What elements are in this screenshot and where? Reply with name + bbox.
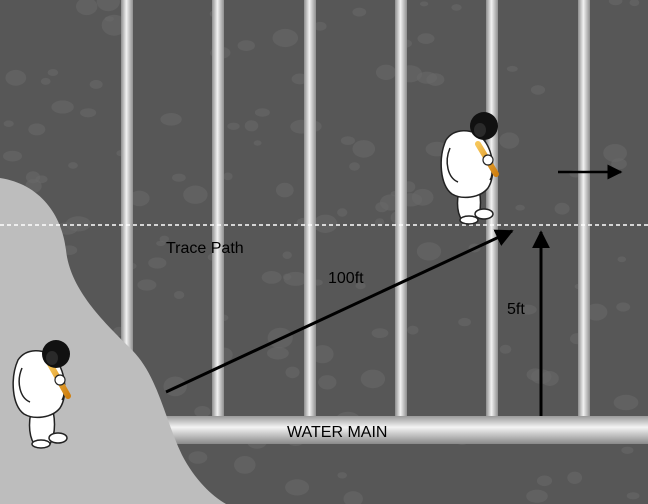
ground-stone: [340, 136, 355, 146]
ground-stone: [227, 122, 240, 130]
ground-stone: [282, 273, 292, 281]
ground-stone: [585, 303, 608, 321]
ground-stone: [148, 257, 167, 269]
ground-stone: [515, 204, 525, 211]
ground-stone: [285, 479, 310, 496]
ground-stone: [244, 120, 259, 132]
ground-stone: [518, 304, 537, 315]
ground-stone: [419, 1, 429, 7]
ground-stone: [194, 406, 211, 418]
ground-stone: [451, 4, 462, 11]
ground-stone: [285, 366, 300, 379]
ground-stone: [3, 120, 14, 127]
ground-stone: [275, 182, 294, 198]
ground-stone: [343, 491, 363, 504]
ground-stone: [355, 282, 366, 290]
ground-stone: [234, 456, 256, 474]
ground-stone: [526, 489, 548, 503]
ground-stone: [160, 113, 182, 126]
ground-stone: [313, 214, 338, 233]
ground-stone: [626, 492, 640, 500]
ground-stone: [407, 325, 419, 335]
distance-label: 100ft: [328, 270, 364, 287]
ground-stone: [603, 144, 627, 162]
ground-stone: [156, 240, 166, 247]
distance-arrow: [165, 229, 514, 394]
ground-stone: [188, 451, 208, 464]
ground-stone: [499, 132, 520, 149]
ground-stone: [349, 162, 360, 171]
trace-path-label: Trace Path: [166, 240, 244, 257]
ground-stone: [621, 446, 634, 454]
ground-stone: [89, 79, 103, 89]
ground-stone: [159, 235, 170, 243]
lateral-pipe: [578, 0, 590, 430]
ground-stone: [311, 345, 334, 364]
ground-stone: [40, 77, 51, 85]
ground-stone: [613, 394, 639, 411]
ground-stone: [282, 251, 292, 259]
ground-stone: [536, 475, 553, 487]
lateral-pipe: [395, 0, 407, 430]
ground-stone: [104, 16, 115, 22]
ground-stone: [352, 7, 367, 17]
ground-stone: [129, 190, 150, 207]
ground-stone: [417, 33, 435, 44]
ground-stone: [223, 172, 233, 181]
ground-stone: [253, 140, 262, 146]
ground-stone: [499, 344, 512, 354]
ground-stone: [554, 202, 570, 215]
ground-stone: [68, 162, 78, 169]
ground-stone: [172, 173, 186, 182]
offset-label: 5ft: [507, 301, 525, 318]
ground-stone: [318, 375, 337, 390]
water-main-label: WATER MAIN: [287, 424, 387, 441]
ground-stone: [137, 279, 157, 291]
ground-stone: [76, 0, 98, 16]
ground-stone: [313, 21, 327, 31]
ground-stone: [5, 69, 27, 86]
ground-stone: [371, 328, 389, 338]
ground-stone: [374, 218, 385, 227]
ground-stone: [352, 140, 376, 158]
ground-stone: [629, 0, 640, 7]
worker-with-locator-icon: [440, 112, 499, 225]
worker-with-locator-icon: [12, 340, 71, 449]
ground-stone: [3, 150, 22, 162]
ground-stone: [237, 40, 255, 51]
lateral-pipe: [121, 0, 133, 430]
ground-stone: [254, 108, 270, 117]
ground-stone: [506, 65, 518, 72]
ground-stone: [567, 471, 583, 484]
ground-stone: [183, 185, 208, 204]
ground-stone: [51, 100, 74, 114]
lateral-pipe: [212, 0, 224, 430]
lateral-pipe: [304, 0, 316, 430]
ground-stone: [616, 302, 631, 312]
ground-stone: [267, 346, 289, 360]
ground-stone: [530, 85, 546, 95]
water-main-pipe: [160, 416, 648, 444]
ground-stone: [360, 369, 386, 389]
ground-stone: [458, 317, 471, 327]
ground-stone: [80, 108, 97, 118]
ground-stone: [337, 208, 348, 217]
ground-stone: [28, 123, 46, 136]
ground-stone: [617, 256, 627, 263]
ground-stone: [96, 0, 120, 12]
surface-area: [0, 178, 226, 504]
ground-stone: [608, 0, 623, 6]
ground-stone: [25, 171, 41, 184]
ground-stone: [272, 28, 299, 48]
ground-stone: [416, 242, 442, 261]
ground-stone: [47, 69, 59, 76]
ground-stone: [337, 472, 348, 479]
ground-stone: [173, 291, 185, 299]
ground-stone: [261, 271, 282, 284]
ground-stone: [375, 64, 397, 81]
